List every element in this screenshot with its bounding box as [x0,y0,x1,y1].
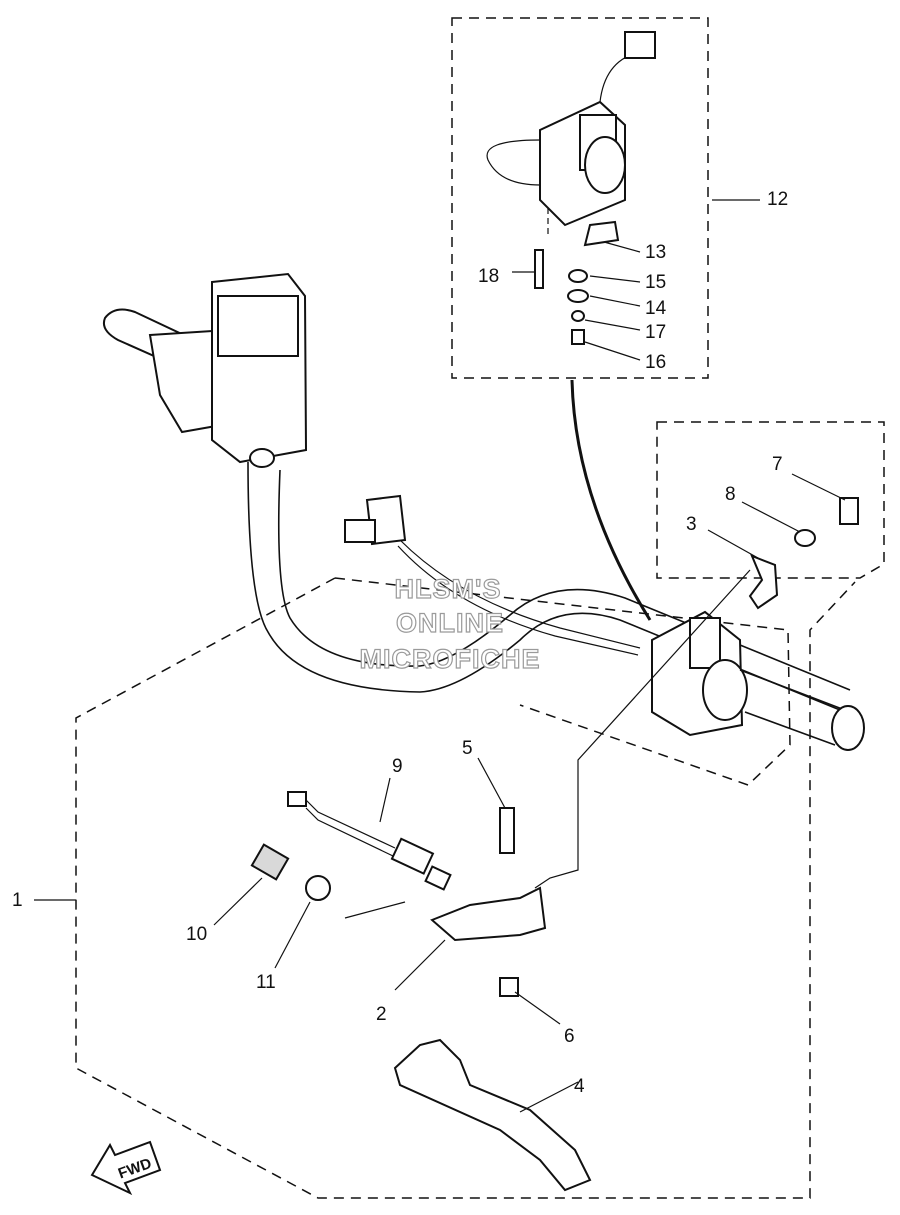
callout-13: 13 [645,242,666,263]
callout-15: 15 [645,272,666,293]
watermark-line-1: HLSM'S [395,574,502,604]
watermark: HLSM'S ONLINE MICROFICHE [359,573,541,674]
callout-1: 1 [12,890,23,911]
callout-14: 14 [645,298,667,319]
hardware-stack [567,269,589,345]
assembly-outline [75,577,856,1199]
bolt-5 [499,807,515,854]
handlebar-switch [651,610,748,737]
callout-4: 4 [574,1076,585,1097]
callout-10: 10 [186,924,207,945]
callout-8: 8 [725,484,736,505]
clutch-lever [393,1038,592,1192]
callout-2: 2 [376,1004,387,1025]
lever-holder [430,886,547,942]
switch-assembly-12 [486,31,656,247]
clutch-switch-cable [287,791,452,891]
callout-5: 5 [462,738,473,759]
leader-lines [34,199,846,1113]
bolt-18 [534,249,544,289]
clamp-bracket [748,497,859,610]
callout-18: 18 [478,266,499,287]
callout-12: 12 [767,189,788,210]
fwd-arrow: FWD [90,1140,162,1196]
left-grip [739,669,865,751]
callout-11: 11 [256,972,276,993]
inset-box-switch [451,17,709,379]
callout-6: 6 [564,1026,575,1047]
throttle-grip [102,272,308,468]
watermark-line-2: ONLINE [396,608,504,638]
switch-cable [570,379,652,621]
adjuster-10 [250,843,290,881]
callout-16: 16 [645,352,666,373]
locknut-11 [305,875,331,901]
callout-7: 7 [772,454,783,475]
callout-17: 17 [645,322,666,343]
handlebar [247,461,851,711]
watermark-line-3: MICROFICHE [360,644,541,674]
wire-connector [344,494,641,656]
nut-6 [499,977,519,997]
callouts: 1 2 3 4 5 6 7 8 9 10 11 12 13 14 15 16 1… [12,189,788,1097]
callout-9: 9 [392,756,403,777]
callout-3: 3 [686,514,697,535]
inset-box-bracket [656,421,885,579]
